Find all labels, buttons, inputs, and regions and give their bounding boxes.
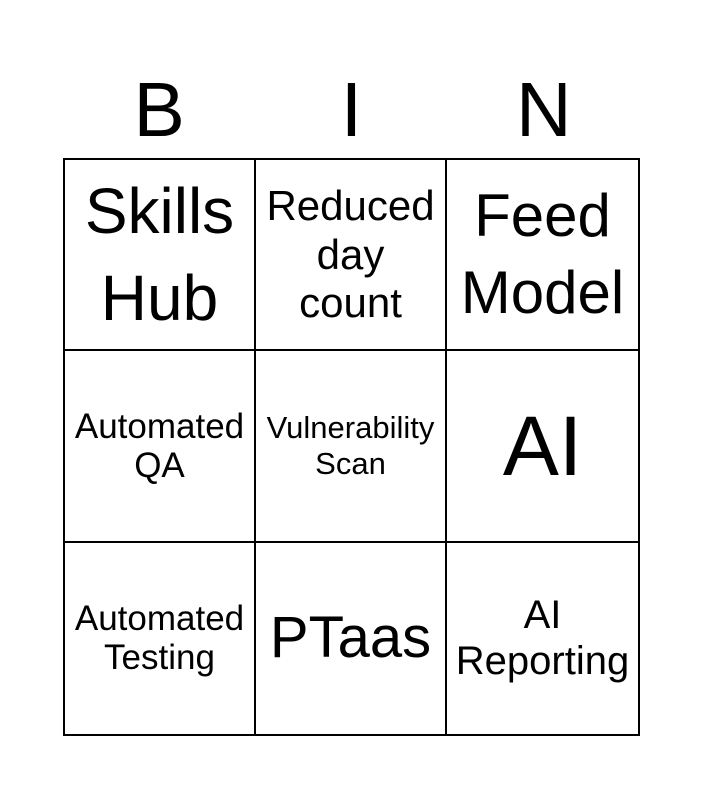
bingo-cell-label: AI Reporting (455, 593, 630, 684)
bingo-cell-label: Skills Hub (84, 175, 235, 334)
bingo-header-letter-b: B (133, 67, 185, 153)
bingo-cell-vulnerability-scan[interactable]: Vulnerability Scan (256, 351, 447, 543)
bingo-cell-ai[interactable]: AI (447, 351, 638, 543)
bingo-cell-label: Feed Model (460, 181, 625, 326)
bingo-cell-label: Automated Testing (74, 599, 245, 678)
bingo-cell-automated-qa[interactable]: Automated QA (65, 351, 256, 543)
bingo-header-letter-n: N (516, 67, 572, 153)
bingo-grid: Skills Hub Reduced day count Feed Model … (63, 158, 640, 736)
bingo-cell-label: Reduced day count (266, 182, 435, 326)
bingo-cell-ptaas[interactable]: PTaas (256, 542, 447, 734)
bingo-cell-label: AI (502, 398, 583, 493)
bingo-cell-label: Vulnerability Scan (266, 410, 435, 481)
bingo-cell-feed-model[interactable]: Feed Model (447, 160, 638, 352)
bingo-cell-label: PTaas (269, 605, 432, 671)
bingo-header-row: B I N (63, 72, 640, 149)
bingo-cell-automated-testing[interactable]: Automated Testing (65, 542, 256, 734)
bingo-cell-skills-hub[interactable]: Skills Hub (65, 160, 256, 352)
bingo-header-letter-i: I (340, 67, 363, 153)
bingo-cell-label: Automated QA (74, 406, 245, 485)
bingo-cell-ai-reporting[interactable]: AI Reporting (447, 542, 638, 734)
bingo-cell-reduced-day-count[interactable]: Reduced day count (256, 160, 447, 352)
